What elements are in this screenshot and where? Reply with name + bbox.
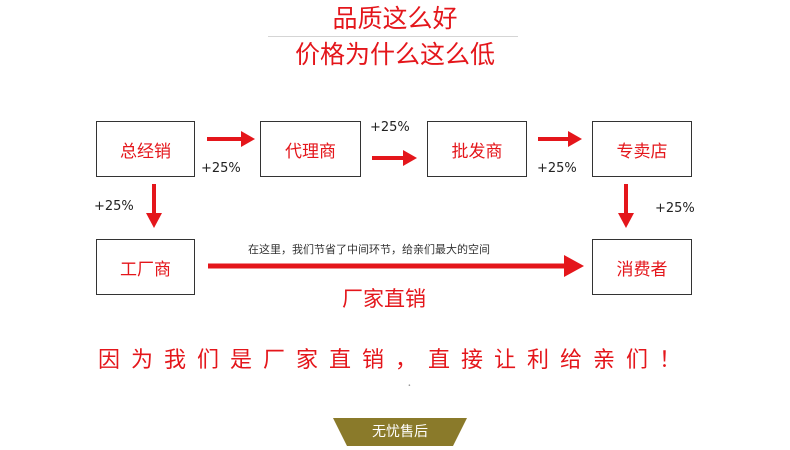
- markup-factory-to-general: +25%: [94, 199, 134, 214]
- arrow-agent-to-wholesaler: [372, 150, 417, 166]
- slogan: 因为我们是厂家直销，直接让利给亲们！: [97, 348, 692, 373]
- slogan-dot: ．: [407, 378, 417, 389]
- page-subtitle: 价格为什么这么低: [294, 40, 495, 69]
- title-divider: [268, 36, 518, 37]
- node-wholesaler: 批发商: [427, 121, 527, 177]
- badge-label: 无忧售后: [372, 424, 428, 440]
- direct-route-note: 在这里，我们节省了中间环节，给亲们最大的空间: [248, 243, 490, 256]
- node-store: 专卖店: [592, 121, 692, 177]
- arrow-wholesaler-to-store: [538, 131, 582, 147]
- arrow-general-to-agent: [207, 131, 255, 147]
- markup-wholesaler-to-store: +25%: [537, 161, 577, 176]
- node-agent: 代理商: [260, 121, 361, 177]
- badge-shape: [333, 418, 467, 446]
- arrow-general-to-factory: [146, 184, 162, 228]
- node-factory: 工厂商: [96, 239, 195, 295]
- arrow-store-to-consumer: [618, 184, 634, 228]
- arrow-factory-to-consumer: [208, 255, 584, 277]
- markup-agent-to-wholesaler: +25%: [370, 120, 410, 135]
- markup-general-to-agent: +25%: [201, 161, 241, 176]
- page-title: 品质这么好: [332, 4, 458, 33]
- direct-route-label: 厂家直销: [342, 287, 426, 311]
- node-general-distributor: 总经销: [96, 121, 195, 177]
- node-consumer: 消费者: [592, 239, 692, 295]
- markup-store-to-consumer: +25%: [655, 201, 695, 216]
